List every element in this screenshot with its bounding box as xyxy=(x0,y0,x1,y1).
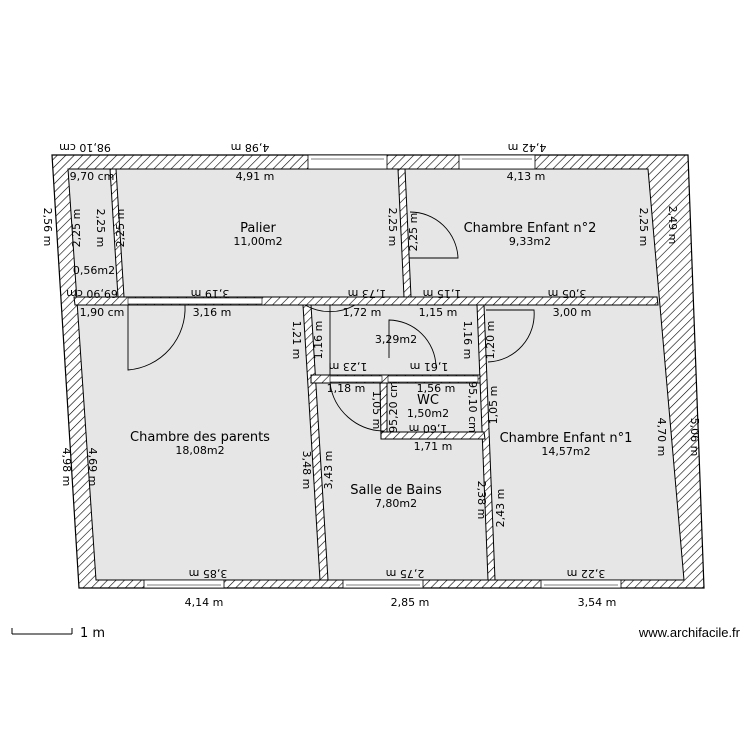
room-area: 3,29m2 xyxy=(375,333,417,346)
dimension-label: 4,13 m xyxy=(507,170,546,183)
dimension-label: 4,69 m xyxy=(86,448,99,487)
dimension-label: 2,38 m xyxy=(475,481,488,520)
room-area: 14,57m2 xyxy=(541,445,590,458)
room-name: Salle de Bains xyxy=(350,483,442,498)
dimension-label: 2,25 m xyxy=(94,209,107,248)
room-label: 0,56m2 xyxy=(73,264,115,277)
dimension-label: 1,61 m xyxy=(410,360,449,373)
window-parents xyxy=(143,579,225,589)
room-area: 0,56m2 xyxy=(73,264,115,277)
dimension-label: 4,91 m xyxy=(236,170,275,183)
dimension-label: 1,71 m xyxy=(414,440,453,453)
wall-wc-bottom xyxy=(380,431,486,440)
dimension-label: 2,49 m xyxy=(666,206,679,245)
dimension-label: 1,56 m xyxy=(417,382,456,395)
dimension-label: 2,25 m xyxy=(407,213,420,252)
room-area: 11,00m2 xyxy=(233,235,282,248)
dimension-label: 2,25 m xyxy=(637,208,650,247)
dimension-label: 3,43 m xyxy=(322,451,335,490)
room-area: 1,50m2 xyxy=(407,407,449,420)
dimension-label: 2,43 m xyxy=(494,489,507,528)
dimension-label: 1,20 m xyxy=(484,321,497,360)
window-bains xyxy=(342,579,424,589)
door-gap-wc xyxy=(387,375,479,383)
room-label: Chambre Enfant n°114,57m2 xyxy=(500,431,633,458)
dimension-label: 1,73 m xyxy=(348,287,387,300)
dimension-label: 3,19 m xyxy=(191,287,230,300)
dimension-label: 1,16 m xyxy=(312,321,325,360)
door-gap-parents xyxy=(127,297,263,305)
dimension-label: 2,25 m xyxy=(70,209,83,248)
dimension-label: 5,06 m xyxy=(688,418,701,457)
dimension-label: 4,14 m xyxy=(185,596,224,609)
dimension-label: 3,16 m xyxy=(193,306,232,319)
dimension-label: 1,21 m xyxy=(290,321,303,360)
dimension-label: 95,20 cm xyxy=(387,381,400,433)
dimension-label: 1,15 m xyxy=(423,287,462,300)
window-chambre1 xyxy=(540,579,622,589)
door-chambre1 xyxy=(486,309,535,363)
windows xyxy=(143,154,622,589)
scale-bar: 1 m xyxy=(11,626,105,641)
room-area: 7,80m2 xyxy=(375,497,417,510)
room-name: Palier xyxy=(240,221,276,236)
door-gap-hall xyxy=(329,375,383,383)
dimension-label: 1,16 m xyxy=(461,321,474,360)
dimension-label: 2,75 m xyxy=(386,567,425,580)
dimension-label: 1,18 m xyxy=(327,382,366,395)
dimension-label: 1,05 m xyxy=(370,391,383,430)
room-area: 18,08m2 xyxy=(175,444,224,457)
dimension-label: 4,70 m xyxy=(655,418,668,457)
window-palier xyxy=(307,154,388,170)
dimension-label: 3,48 m xyxy=(300,451,313,490)
room-label: 3,29m2 xyxy=(375,333,417,346)
dimension-label: 2,25 m xyxy=(386,208,399,247)
dimension-label: 2,25 m xyxy=(114,209,127,248)
dimension-label: 1,23 m xyxy=(329,360,368,373)
room-name: WC xyxy=(417,393,439,408)
room-name: Chambre des parents xyxy=(130,430,270,445)
room-name: Chambre Enfant n°2 xyxy=(464,221,597,236)
dimension-label: 3,00 m xyxy=(553,306,592,319)
wall-hall-chambre1 xyxy=(476,304,496,581)
dimension-label: 4,98 m xyxy=(231,141,270,154)
scale-label: 1 m xyxy=(80,626,105,641)
door-palier-hall xyxy=(304,304,356,375)
dimension-label: 3,22 m xyxy=(567,567,606,580)
dimension-label: 95,10 cm xyxy=(466,381,479,433)
room-label: WC1,50m2 xyxy=(407,393,449,420)
dimension-label: 3,54 m xyxy=(578,596,617,609)
dimension-label: 1,15 m xyxy=(419,306,458,319)
dimension-label: 1,90 cm xyxy=(80,306,125,319)
dimension-label: 3,05 m xyxy=(548,287,587,300)
dimension-label: 2,85 m xyxy=(391,596,430,609)
dimension-label: 4,98 m xyxy=(60,448,73,487)
door-bains xyxy=(329,382,385,432)
dimension-label: 2,56 m xyxy=(41,208,54,247)
door-parents xyxy=(127,304,186,371)
dimension-label: 9,70 cm xyxy=(70,170,115,183)
wall-parents-bains xyxy=(302,304,329,581)
door-hall xyxy=(388,319,437,367)
dimension-label: 1,72 m xyxy=(343,306,382,319)
site-credit: www.archifacile.fr xyxy=(638,625,741,640)
doors xyxy=(127,211,535,432)
dimension-label: 4,42 m xyxy=(508,141,547,154)
room-name: Chambre Enfant n°1 xyxy=(500,431,633,446)
room-label: Chambre Enfant n°29,33m2 xyxy=(464,221,597,248)
dimension-label: 98,10 cm xyxy=(59,141,111,154)
dimension-label: 1,60 m xyxy=(409,422,448,435)
door-chambre2 xyxy=(409,211,459,259)
window-chambre2 xyxy=(458,154,536,170)
dimension-label: 3,85 m xyxy=(189,567,228,580)
dimension-label: 1,05 m xyxy=(487,386,500,425)
room-area: 9,33m2 xyxy=(509,235,551,248)
dimension-label: 69,90 cm xyxy=(66,287,118,300)
